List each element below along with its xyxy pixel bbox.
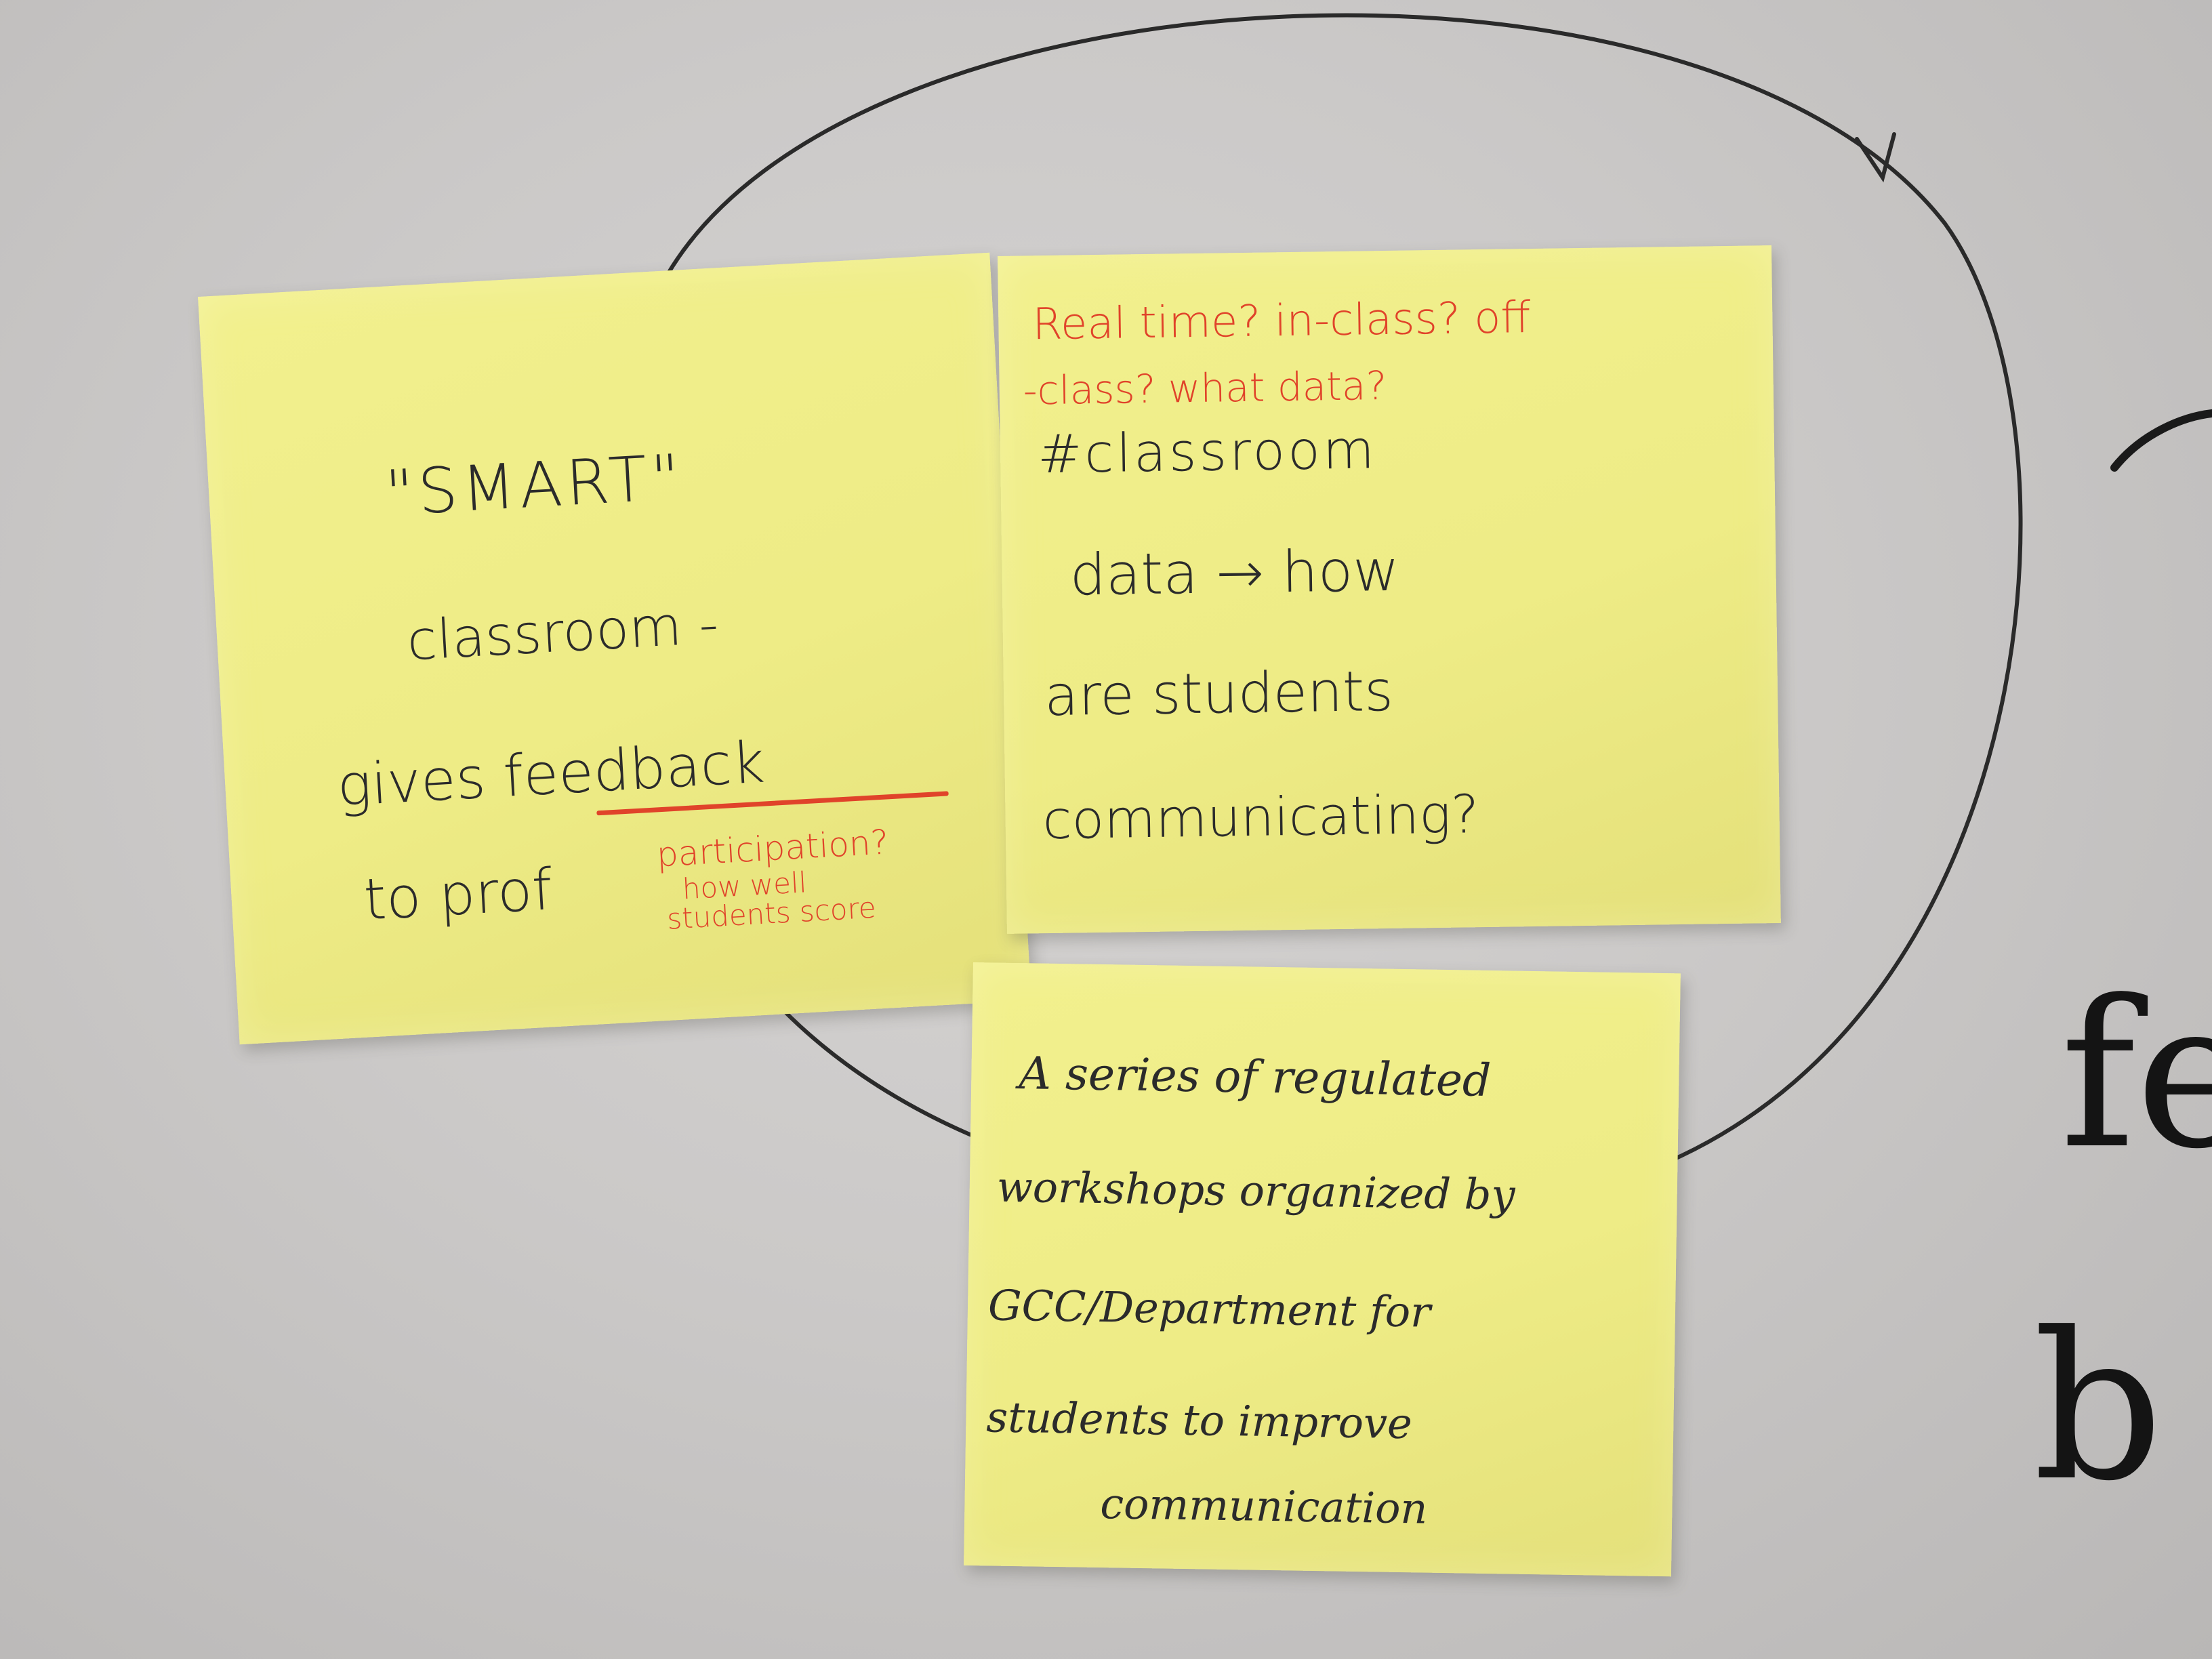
note-line: students to improve	[985, 1392, 1413, 1449]
note-line: GCC/Department for	[987, 1280, 1431, 1337]
note-line: "SMART"	[383, 441, 686, 530]
edge-text-fe: fe	[2060, 957, 2212, 1193]
sticky-note-classroom-data: Real time? in-class? off -class? what da…	[998, 245, 1781, 934]
note-line: A series of regulated	[1018, 1047, 1492, 1107]
note-line: communication	[1099, 1479, 1429, 1534]
sticky-note-smart-classroom: "SMART" classroom - gives feedback to pr…	[198, 252, 1031, 1045]
note-line: classroom -	[405, 592, 720, 673]
note-line: communicating?	[1042, 784, 1479, 852]
note-red-line: participation?	[655, 822, 890, 875]
circle-arrowhead-icon	[1855, 132, 1896, 183]
edge-arc-mark	[2110, 409, 2212, 472]
note-red-line: -class? what data?	[1023, 363, 1387, 414]
note-line: to prof	[362, 856, 554, 933]
note-line: #classroom	[1037, 419, 1378, 486]
sticky-note-workshops: A series of regulated workshops organize…	[964, 962, 1681, 1577]
note-line: workshops organized by	[996, 1162, 1516, 1220]
note-line: gives feedback	[335, 729, 766, 819]
edge-letters: fe b	[2033, 957, 2212, 1525]
edge-text-b: b	[2033, 1289, 2163, 1525]
note-red-line: Real time? in-class? off	[1031, 293, 1531, 350]
note-line: are students	[1044, 659, 1394, 729]
note-line: data → how	[1069, 537, 1400, 609]
